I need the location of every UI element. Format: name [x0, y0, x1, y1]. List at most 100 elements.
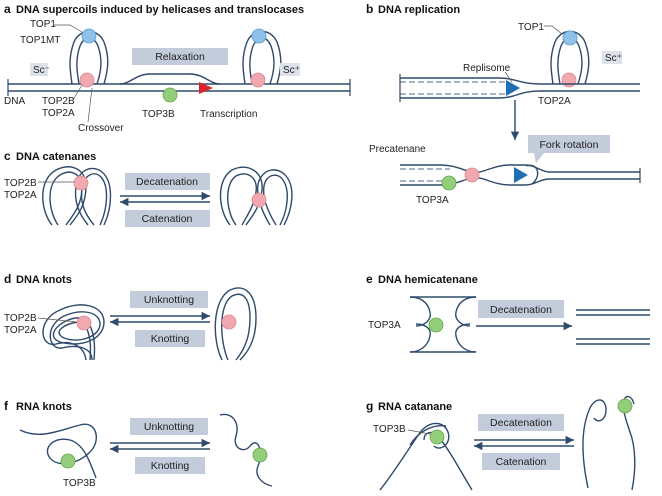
leader-top1	[53, 24, 83, 33]
label-top2a: TOP2A	[4, 325, 37, 336]
top2-enzyme-icon	[251, 192, 267, 208]
label-top2b: TOP2B	[42, 96, 75, 107]
label-top3b: TOP3B	[373, 424, 406, 435]
panel-e-letter: e	[366, 272, 373, 286]
top1-enzyme-icon	[251, 28, 267, 44]
panel-g-letter: g	[366, 399, 373, 413]
panel-f: f RNA knots TOP3B Unknotting Knotting	[4, 399, 273, 489]
precatenane-right-bottom	[524, 178, 640, 186]
label-top2b: TOP2B	[4, 313, 37, 324]
top3b-enzyme-icon	[252, 447, 268, 463]
label-catenation: Catenation	[142, 213, 193, 225]
knotting-box	[135, 330, 205, 347]
panel-a-letter: a	[4, 2, 11, 16]
transcription-arrow-icon	[199, 82, 213, 94]
catenation-box	[482, 453, 560, 470]
knot-inner	[49, 311, 101, 361]
decatenation-box	[125, 173, 210, 190]
catenation-box	[125, 210, 210, 227]
label-top2a: TOP2A	[42, 108, 75, 119]
panel-a-title: DNA supercoils induced by helicases and …	[16, 4, 304, 16]
top2-enzyme-icon	[250, 72, 266, 88]
unknotting-box	[130, 291, 208, 308]
decatenation-box	[478, 414, 564, 431]
leader-top2	[37, 317, 78, 323]
top2-enzyme-icon	[464, 167, 480, 183]
label-top2a: TOP2A	[4, 190, 37, 201]
top2-enzyme-icon	[76, 315, 92, 331]
label-decatenation: Decatenation	[136, 176, 198, 188]
separated-right-loop-inner	[262, 174, 288, 226]
catenane-left-loop-inner	[49, 171, 83, 226]
hemicatenane-strand-2	[455, 296, 477, 327]
catenane-right-loop-inner	[80, 173, 108, 226]
top2-enzyme-icon	[79, 72, 95, 88]
label-relaxation: Relaxation	[155, 51, 205, 63]
top1-enzyme-icon	[562, 30, 578, 46]
panel-c: c DNA catenanes TOP2B TOP2A Decatenation…	[4, 149, 293, 227]
leader-top2	[72, 84, 83, 101]
leader-top3b	[407, 429, 431, 435]
panel-d-title: DNA knots	[16, 274, 72, 286]
label-crossover: Crossover	[78, 123, 124, 134]
label-sc-neg: Sc⁻	[33, 65, 50, 76]
label-knotting: Knotting	[151, 333, 190, 345]
top2-enzyme-icon	[73, 175, 89, 191]
fork-rotation-box	[528, 135, 610, 153]
label-top3a: TOP3A	[416, 195, 449, 206]
label-top1: TOP1	[30, 19, 56, 30]
catenane-left-loop	[42, 166, 87, 226]
label-dna: DNA	[4, 96, 25, 107]
top3a-enzyme-icon	[428, 317, 444, 333]
rna-separated-strand-1	[582, 399, 607, 489]
leader-replisome	[504, 71, 513, 83]
panel-a: a DNA supercoils induced by helicases an…	[4, 2, 351, 134]
rna-unknotted-strand	[219, 413, 273, 487]
fork-rotation-pointer	[534, 153, 544, 163]
separated-left-loop-inner	[227, 173, 257, 226]
b-fork-top	[400, 77, 640, 85]
panel-f-letter: f	[4, 399, 9, 413]
catenane-right-loop	[74, 167, 112, 226]
unknotted-loop-outer	[214, 287, 257, 361]
label-sc-pos: Sc⁺	[605, 53, 622, 64]
hemicatenane-strand-4	[455, 323, 477, 353]
hemicatenane-strand-1	[409, 296, 431, 327]
panel-b: b DNA replication TOP1 Sc⁺ Replisome TOP…	[366, 2, 641, 206]
top3b-enzyme-icon	[617, 398, 633, 414]
rna-strand-hook	[409, 425, 447, 446]
panel-e-title: DNA hemicatenane	[378, 274, 478, 286]
panel-g-title: RNA catanane	[378, 401, 452, 413]
fork-rotation-icon	[525, 164, 539, 185]
b-fork-bottom	[400, 90, 640, 99]
rna-separated-strand-2	[622, 395, 636, 491]
label-top3b: TOP3B	[142, 109, 175, 120]
leader-top1	[544, 25, 563, 35]
label-knotting: Knotting	[151, 460, 190, 472]
label-unknotting: Unknotting	[144, 421, 194, 433]
panel-d: d DNA knots TOP2B TOP2A Unknotting Knott…	[4, 272, 257, 361]
panel-b-letter: b	[366, 2, 373, 16]
panel-f-title: RNA knots	[16, 401, 72, 413]
rna-knot-strand	[19, 423, 98, 479]
label-transcription: Transcription	[200, 109, 257, 120]
panel-g: g RNA catanane TOP3B Decatenation Catena…	[366, 395, 636, 491]
precatenane-right-top	[524, 164, 640, 173]
label-precatenane: Precatenane	[369, 144, 426, 155]
hemicatenane-strand-3	[409, 323, 431, 353]
sc-neg-box	[30, 63, 48, 76]
label-top2a: TOP2A	[538, 96, 571, 107]
label-sc-pos: Sc⁺	[283, 65, 300, 76]
label-decatenation: Decatenation	[490, 417, 552, 429]
label-top3b: TOP3B	[63, 478, 96, 489]
label-top1mt: TOP1MT	[20, 35, 60, 46]
top2a-enzyme-icon	[561, 72, 577, 88]
label-unknotting: Unknotting	[144, 294, 194, 306]
panel-c-title: DNA catenanes	[16, 151, 96, 163]
replisome-icon	[506, 80, 520, 96]
knot-outer	[42, 304, 105, 361]
top3b-enzyme-icon	[429, 429, 445, 445]
label-replisome: Replisome	[463, 63, 511, 74]
top1-enzyme-icon	[81, 28, 97, 44]
